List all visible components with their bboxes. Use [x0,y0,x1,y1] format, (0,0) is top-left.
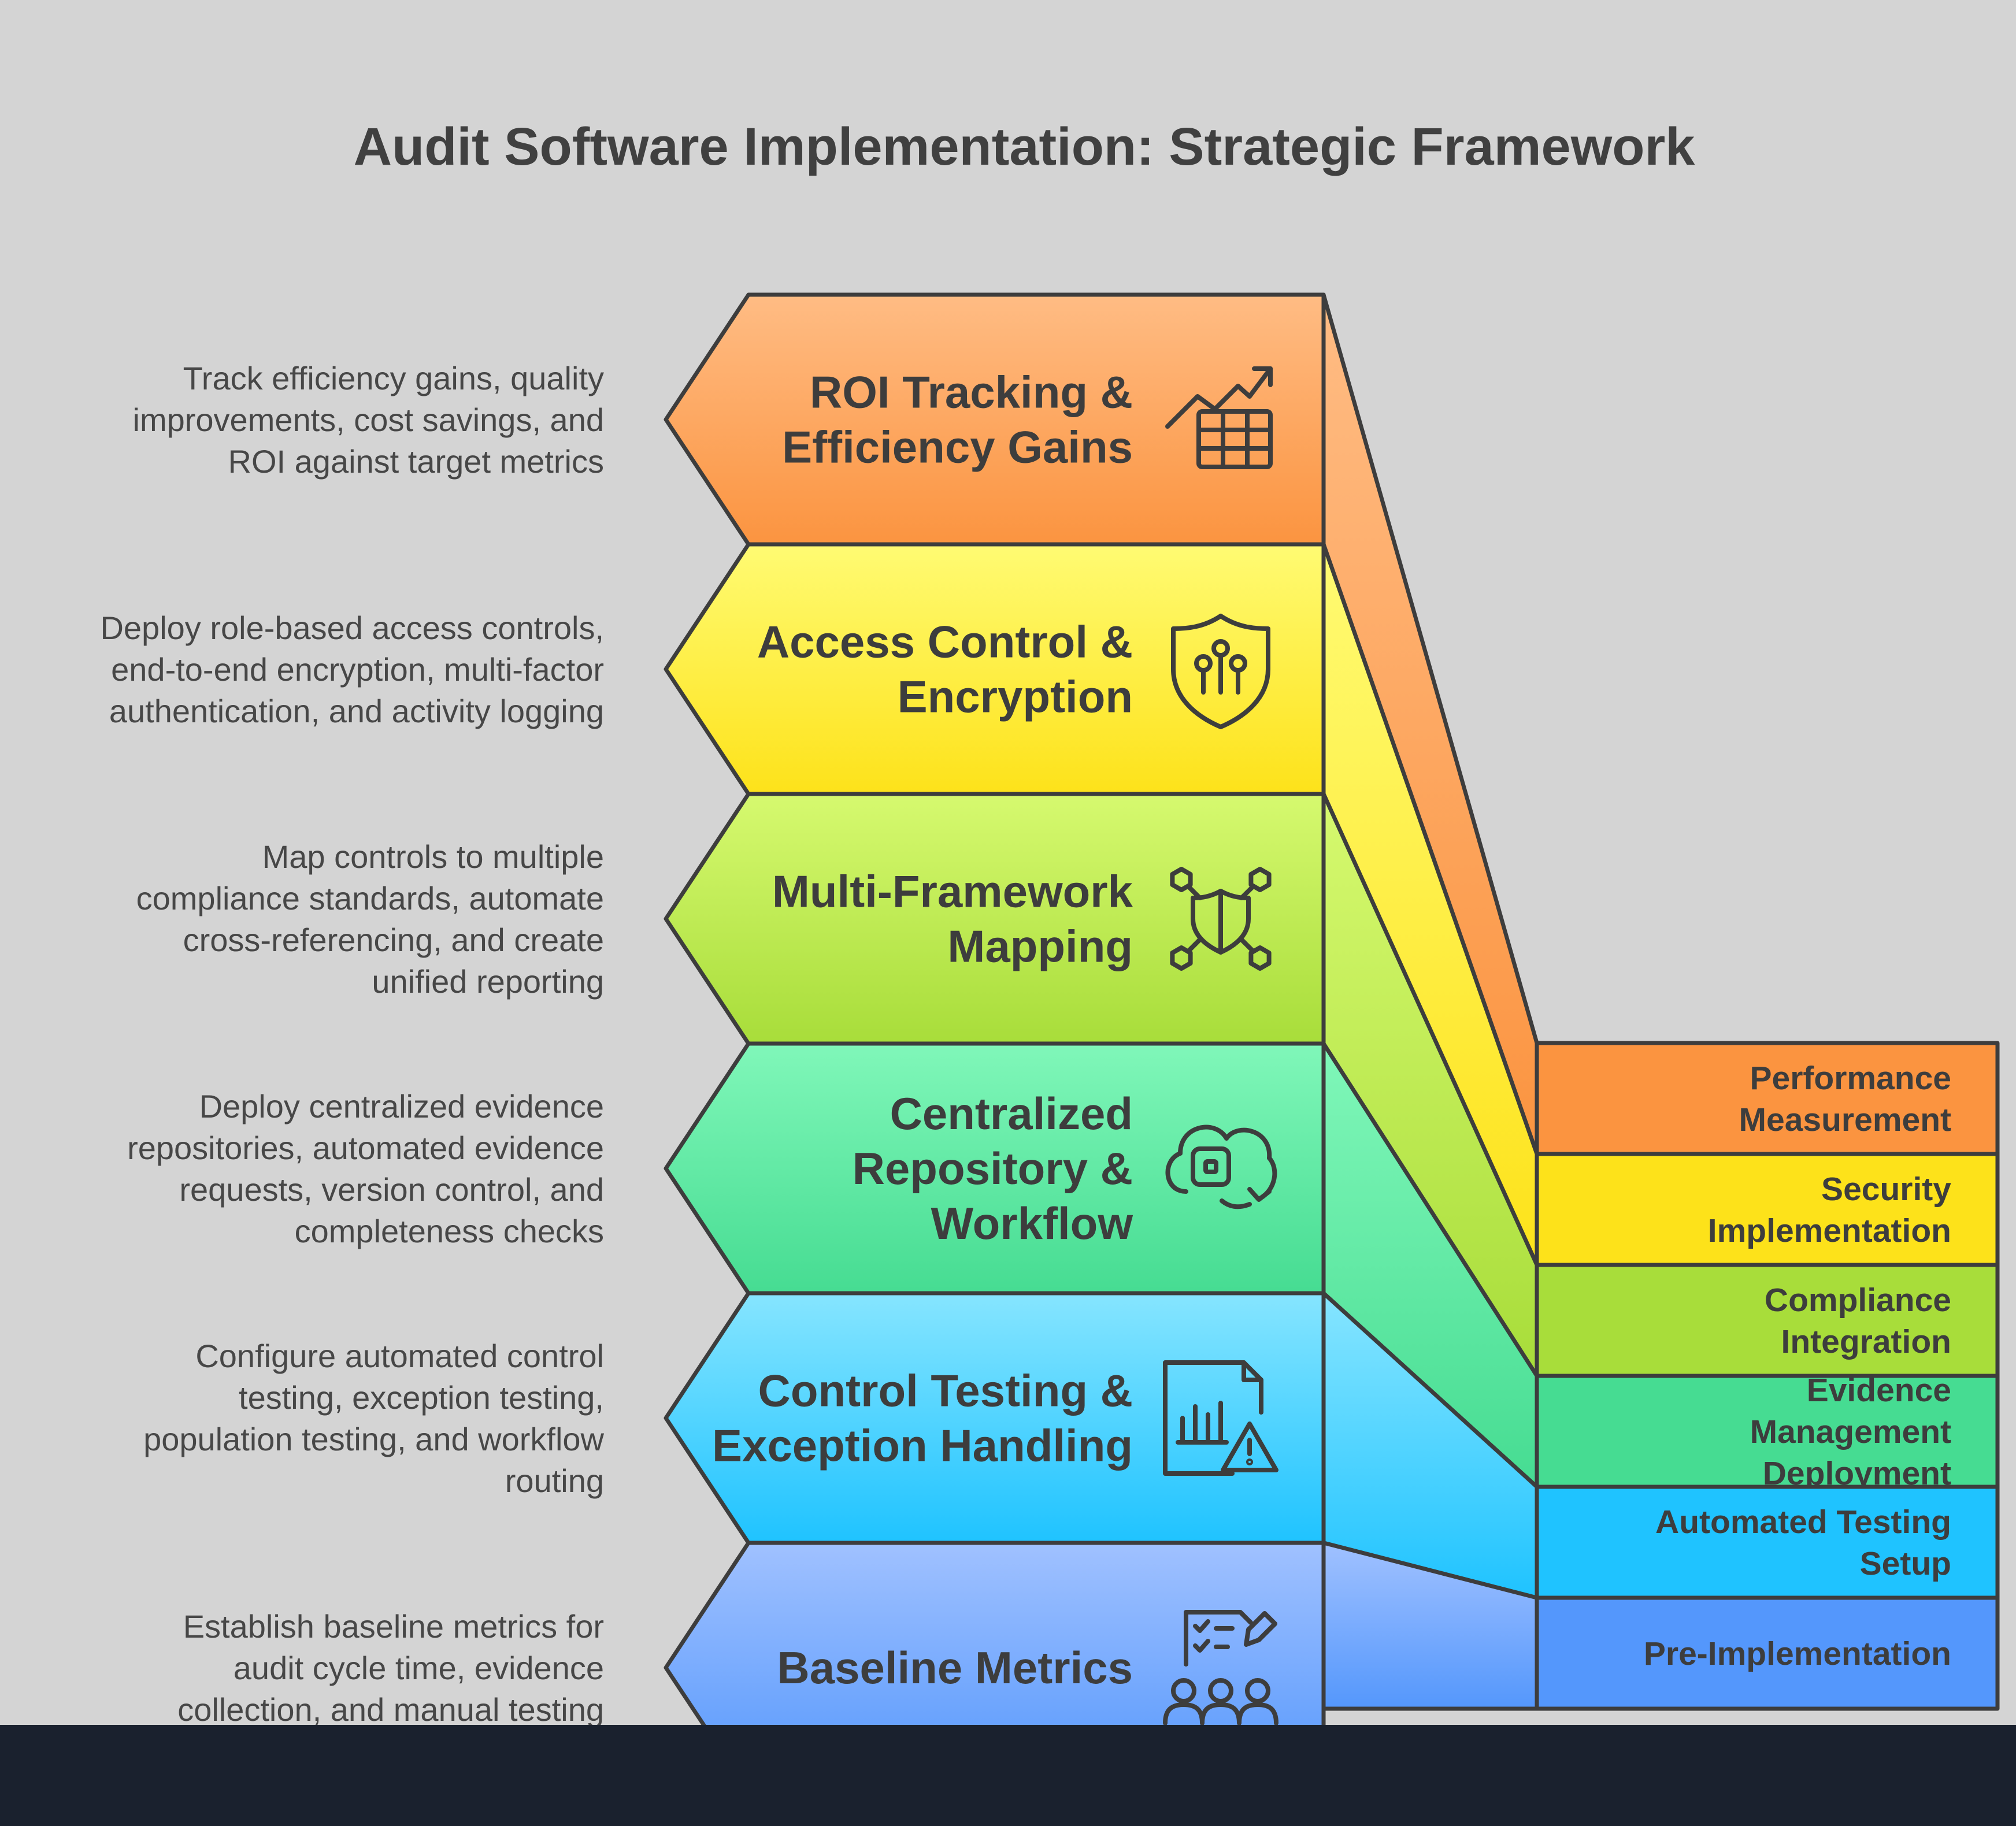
layer-description-line: Track efficiency gains, quality [183,360,604,396]
stage-label-line: Integration [1781,1323,1952,1360]
layer-label-line: ROI Tracking & [810,367,1133,418]
stage-label-line: Setup [1860,1545,1951,1582]
layer-description-line: unified reporting [372,963,604,1000]
shield-network-icon [1170,867,1272,971]
layer-description-line: collection, and manual testing [177,1691,604,1725]
stage-box [1535,1595,2000,1711]
stage-label: Pre-Implementation [1644,1635,1951,1672]
layer-description: Deploy role-based access controls, end-to… [100,610,604,729]
layer-description-line: Configure automated control [195,1338,604,1374]
stage-label-line: Automated Testing [1655,1504,1951,1541]
stage-box [1535,1374,2000,1489]
layer-label-line: Exception Handling [712,1420,1133,1471]
layer-description-line: testing, exception testing, [239,1379,604,1416]
stage-label-line: Security [1821,1171,1951,1208]
layer-description-line: improvements, cost savings, and [133,402,604,438]
cloud-sync-icon [1165,1124,1277,1209]
layer-label-line: Workflow [931,1198,1133,1249]
layer-chevron [664,792,1326,1046]
layer-label: Baseline Metrics [777,1642,1133,1693]
stage-label-line: Performance [1750,1060,1952,1097]
layer-label-line: Mapping [947,921,1133,972]
layer-description: Establish baseline metrics for audit cycl… [177,1608,604,1725]
layer-label-line: Multi-Framework [772,866,1133,917]
framework-diagram: Audit Software Implementation: Strategic… [100,117,2000,1725]
layer-label-line: Centralized [890,1088,1133,1139]
layer-label: Control Testing &Exception Handling [712,1365,1133,1471]
layer-description-line: compliance standards, automate [136,880,604,916]
layer-description: Configure automated control testing, exce… [143,1338,604,1499]
layer-description: Track efficiency gains, quality improveme… [133,360,604,480]
stage-label-line: Measurement [1739,1101,1951,1138]
stage-box [1535,1041,2000,1156]
shield-circuit-icon [1171,614,1270,729]
layer-description-line: cross-referencing, and create [183,922,604,958]
layers: ROI Tracking &Efficiency Gains Track effi… [100,292,2000,1725]
layer-label-line: Baseline Metrics [777,1642,1133,1693]
layer-label-line: Control Testing & [758,1365,1133,1416]
layer-description-line: Deploy centralized evidence [199,1088,604,1124]
layer-description-line: ROI against target metrics [228,443,604,480]
team-checklist-icon [1163,1610,1278,1725]
layer-description-line: Map controls to multiple [262,838,604,875]
page-title: Audit Software Implementation: Strategic… [354,117,1696,176]
stage-box [1535,1263,2000,1378]
layer-description-line: population testing, and workflow [143,1421,604,1457]
stage-label-line: Implementation [1708,1212,1951,1249]
layer-description: Deploy centralized evidence repositories,… [127,1088,604,1249]
layer-description-line: authentication, and activity logging [109,693,604,729]
layer-description-line: Deploy role-based access controls, [100,610,604,646]
layer-description-line: requests, version control, and [179,1171,604,1208]
layer-label: Access Control &Encryption [757,617,1133,722]
layer-description: Map controls to multiple compliance stand… [136,838,604,1000]
layer-description-line: audit cycle time, evidence [234,1650,604,1686]
layer-label-line: Efficiency Gains [782,422,1133,473]
layer-label-line: Encryption [898,671,1133,722]
layer-description-line: Establish baseline metrics for [183,1608,604,1645]
stage-label-line: Management [1750,1413,1951,1450]
layer-chevron [664,1541,1326,1725]
chart-table-icon [1165,366,1273,469]
stage-label-line: Pre-Implementation [1644,1635,1951,1672]
layer-label-line: Access Control & [757,617,1133,667]
layer-description-line: routing [505,1463,604,1499]
stage-label-line: Evidence [1807,1372,1951,1409]
layer-description-line: end-to-end encryption, multi-factor [111,651,604,688]
stage-box [1535,1152,2000,1267]
layer-description-line: completeness checks [295,1213,604,1249]
layer-chevron [664,1291,1326,1545]
stage-label-line: Compliance [1765,1282,1951,1319]
layer-description-line: repositories, automated evidence [127,1130,604,1166]
layer-label: ROI Tracking &Efficiency Gains [782,367,1133,473]
layer-label-line: Repository & [853,1143,1133,1194]
layer-chevron [664,542,1326,796]
report-warning-icon [1163,1360,1278,1476]
